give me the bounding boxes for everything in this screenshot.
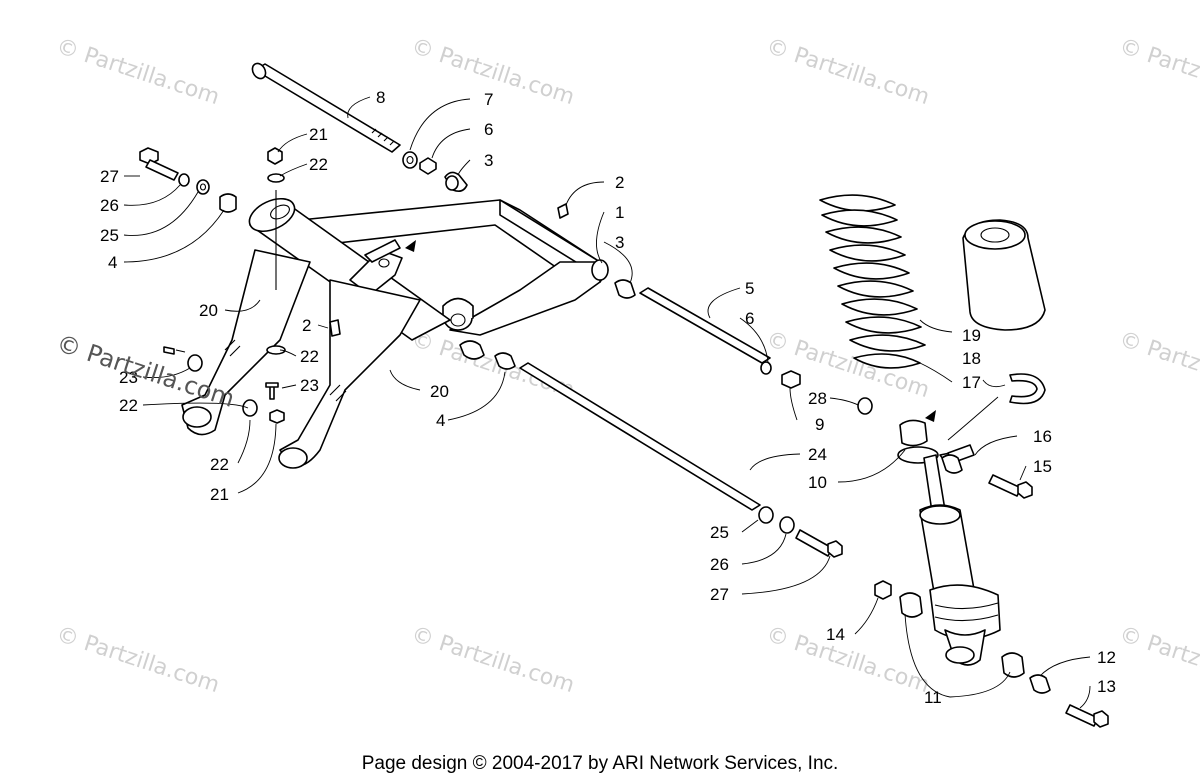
spring-18 [819, 194, 926, 369]
callout-14: 14 [826, 625, 845, 644]
watermark: © Partzilla.com [1116, 327, 1200, 403]
callout-26: 26 [710, 555, 729, 574]
callout-27: 27 [100, 167, 119, 186]
boot-19 [962, 219, 1046, 331]
callout-13: 13 [1097, 677, 1116, 696]
callout-22: 22 [300, 347, 319, 366]
callout-4: 4 [108, 253, 117, 272]
callout-28: 28 [808, 389, 827, 408]
callout-10: 10 [808, 473, 827, 492]
callout-25: 25 [100, 226, 119, 245]
callout-21: 21 [210, 485, 229, 504]
callout-22: 22 [210, 455, 229, 474]
swing-arm-frame-1 [299, 199, 609, 336]
footer-copyright: Page design © 2004-2017 by ARI Network S… [361, 753, 839, 774]
callout-16: 16 [1033, 427, 1052, 446]
callout-17: 17 [962, 373, 981, 392]
callout-23: 23 [119, 368, 138, 387]
callout-1: 1 [615, 203, 624, 222]
callout-2: 2 [302, 316, 311, 335]
callout-15: 15 [1033, 457, 1052, 476]
callout-2: 2 [615, 173, 624, 192]
callout-4: 4 [436, 411, 445, 430]
callout-20: 20 [199, 301, 218, 320]
rear-arm-left-20 [181, 249, 311, 436]
hardware-7-6-3 [402, 151, 468, 192]
callout-22: 22 [119, 396, 138, 415]
callout-19: 19 [962, 326, 981, 345]
callout-26: 26 [100, 196, 119, 215]
watermark: © Partzilla.com [408, 622, 577, 698]
callout-25: 25 [710, 523, 729, 542]
callout-3: 3 [615, 233, 624, 252]
callout-24: 24 [808, 445, 827, 464]
rear-arm-right-20 [278, 279, 421, 469]
leader-lines [123, 96, 1091, 709]
callout-6: 6 [745, 309, 754, 328]
indicator-arrows [405, 240, 936, 422]
callout-labels: 8 7 6 3 2 1 3 5 6 9 21 22 27 26 25 4 20 … [100, 88, 1116, 707]
callout-27: 27 [710, 585, 729, 604]
shock-10 [857, 397, 1001, 666]
small-parts-left [139, 147, 341, 424]
callout-21: 21 [309, 125, 328, 144]
watermark: © Partzilla.com [763, 34, 932, 110]
watermark: © Partzilla.com [1116, 34, 1200, 110]
callout-12: 12 [1097, 648, 1116, 667]
clip-17 [1009, 373, 1046, 405]
callout-7: 7 [484, 90, 493, 109]
callout-5: 5 [745, 279, 754, 298]
callout-6: 6 [484, 120, 493, 139]
callout-22: 22 [309, 155, 328, 174]
bushings-tubes [459, 279, 843, 558]
callout-11: 11 [924, 688, 942, 707]
callout-18: 18 [962, 349, 981, 368]
long-bolt-8 [251, 62, 401, 153]
watermark: © Partzilla.com [53, 34, 222, 110]
callout-8: 8 [376, 88, 385, 107]
watermark: © Partzilla.com [1116, 622, 1200, 698]
callout-3: 3 [484, 151, 493, 170]
watermark: © Partzilla.com [53, 622, 222, 698]
callout-20: 20 [430, 382, 449, 401]
callout-23: 23 [300, 376, 319, 395]
watermark-overlay: © Partzilla.com [53, 329, 238, 413]
lower-hardware [874, 454, 1109, 728]
callout-9: 9 [815, 415, 824, 434]
